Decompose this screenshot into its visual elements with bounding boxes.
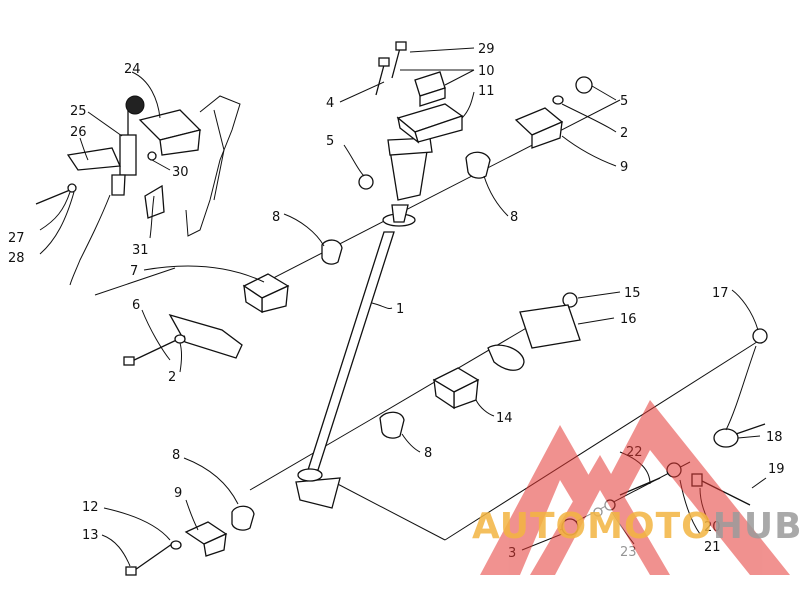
callout-7: 7	[130, 264, 138, 279]
left-bracket	[123, 313, 243, 366]
callout-8-upper-right: 8	[510, 210, 518, 225]
callout-13: 13	[82, 528, 99, 543]
callout-26: 26	[70, 125, 87, 140]
callout-6: 6	[132, 298, 140, 313]
handlebar-block-upper	[414, 71, 446, 107]
bolts-top	[375, 41, 407, 96]
callout-8-upper-left: 8	[272, 210, 280, 225]
callout-21: 21	[704, 540, 721, 555]
lower-left-parts	[125, 505, 255, 576]
callout-15: 15	[624, 286, 641, 301]
callout-5-left: 5	[326, 134, 334, 149]
handlebar-block-lower	[396, 103, 464, 144]
left-bushing-block	[242, 239, 343, 314]
watermark-text-part1: AUTOMOTO	[472, 506, 713, 547]
callout-24: 24	[124, 62, 141, 77]
callout-16: 16	[620, 312, 637, 327]
callout-29: 29	[478, 42, 495, 57]
callout-27: 27	[8, 231, 25, 246]
leader-lines	[39, 47, 767, 567]
callout-8-mid: 8	[424, 446, 432, 461]
callout-31: 31	[132, 243, 149, 258]
callout-4: 4	[326, 96, 334, 111]
callout-labels: 29 10 4 11 5 5 2 9 8 8 7 24 25 26 30 27 …	[8, 42, 785, 561]
callout-11: 11	[478, 84, 495, 99]
callout-9-upper: 9	[620, 160, 628, 175]
callout-19: 19	[768, 462, 785, 477]
callout-8-lower: 8	[172, 448, 180, 463]
callout-1: 1	[396, 302, 404, 317]
watermark-text-part2: HUB	[712, 506, 800, 547]
callout-5-right: 5	[620, 94, 628, 109]
right-mid-parts	[379, 292, 581, 439]
callout-18: 18	[766, 430, 783, 445]
upper-right-assembly	[465, 76, 593, 179]
watermark-text: AUTOMOTOHUB	[472, 506, 800, 547]
callout-30: 30	[172, 165, 189, 180]
callout-25: 25	[70, 104, 87, 119]
nut-5-left	[358, 174, 374, 190]
automotohub-logo	[480, 400, 790, 575]
callout-12: 12	[82, 500, 99, 515]
callout-10: 10	[478, 64, 495, 79]
callout-9-lower: 9	[174, 486, 182, 501]
callout-2-right: 2	[620, 126, 628, 141]
steering-post	[295, 137, 433, 509]
callout-14: 14	[496, 411, 513, 426]
choke-assembly	[35, 95, 241, 286]
callout-2-left: 2	[168, 370, 176, 385]
callout-28: 28	[8, 251, 25, 266]
callout-17: 17	[712, 286, 729, 301]
